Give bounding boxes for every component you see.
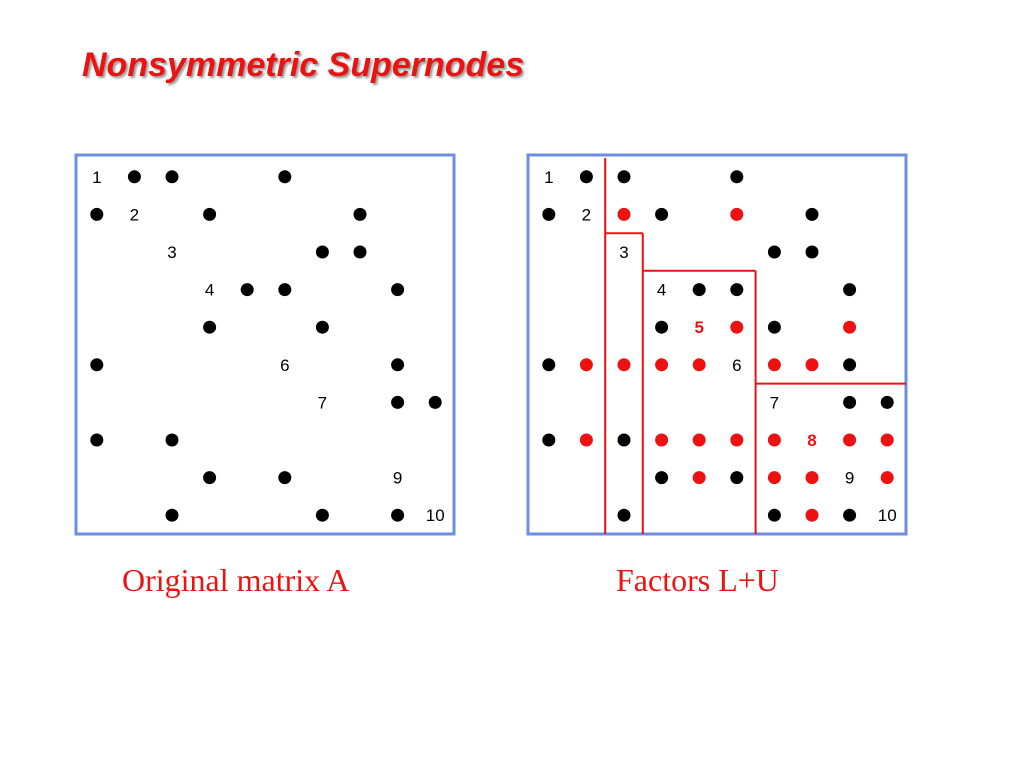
left-diag-label-4: 4: [205, 281, 214, 300]
right-fill-in-2-6: [730, 207, 744, 221]
left-nonzero-1-6: [278, 170, 292, 184]
left-diag-label-2: 2: [130, 205, 139, 224]
right-nonzero-2-1: [542, 207, 556, 221]
right-nonzero-5-7: [767, 320, 781, 334]
right-nonzero-3-7: [767, 245, 781, 259]
right-frame: [526, 153, 908, 536]
right-fill-in-6-4: [655, 358, 669, 372]
factors-caption: Factors L+U: [616, 562, 779, 598]
left-nonzero-9-6: [278, 471, 292, 485]
left-nonzero-10-9: [391, 508, 405, 522]
right-fill-in-6-5: [692, 358, 706, 372]
right-diag-label-9: 9: [845, 469, 854, 488]
left-nonzero-8-3: [165, 433, 179, 447]
left-diag-label-10: 10: [426, 506, 445, 525]
left-nonzero-1-2: [127, 170, 141, 184]
right-nonzero-9-4: [655, 471, 669, 485]
right-fill-in-2-3: [617, 207, 631, 221]
right-fill-in-10-8: [805, 508, 819, 522]
left-nonzero-4-9: [391, 283, 405, 297]
left-nonzero-10-3: [165, 508, 179, 522]
right-nonzero-5-4: [655, 320, 669, 334]
right-nonzero-8-3: [617, 433, 631, 447]
left-frame: [74, 153, 456, 536]
right-nonzero-7-9: [843, 395, 857, 409]
right-nonzero-6-9: [843, 358, 857, 372]
right-nonzero-4-5: [692, 283, 706, 297]
left-nonzero-10-7: [315, 508, 329, 522]
right-fill-in-6-2: [579, 358, 593, 372]
right-diag-label-5: 5: [694, 318, 703, 337]
left-nonzero-8-1: [90, 433, 104, 447]
right-fill-in-8-4: [655, 433, 669, 447]
right-fill-in-6-3: [617, 358, 631, 372]
right-diag-label-8: 8: [807, 431, 816, 450]
left-nonzero-5-4: [203, 320, 217, 334]
slide-title: Nonsymmetric Supernodes: [82, 46, 525, 84]
right-nonzero-10-7: [767, 508, 781, 522]
factors-lu-matrix: 1 2 3 4 5 6 7 8 9 10: [526, 153, 908, 536]
left-nonzero-3-8: [353, 245, 367, 259]
left-diag-label-9: 9: [393, 469, 402, 488]
right-nonzero-10-9: [843, 508, 857, 522]
right-diag-label-4: 4: [657, 281, 666, 300]
right-fill-in-8-7: [767, 433, 781, 447]
right-fill-in-9-10: [880, 471, 894, 485]
left-nonzero-9-4: [203, 471, 217, 485]
left-diag-label-7: 7: [318, 393, 327, 412]
right-nonzero-10-3: [617, 508, 631, 522]
right-nonzero-1-6: [730, 170, 744, 184]
right-nonzero-6-1: [542, 358, 556, 372]
right-fill-in-9-8: [805, 471, 819, 485]
right-diag-label-2: 2: [582, 205, 591, 224]
right-fill-in-8-2: [579, 433, 593, 447]
right-diag-label-6: 6: [732, 356, 741, 375]
right-nonzero-2-4: [655, 207, 669, 221]
left-nonzero-7-9: [391, 395, 405, 409]
left-nonzero-4-5: [240, 283, 254, 297]
left-nonzero-2-4: [203, 207, 217, 221]
left-diag-label-1: 1: [92, 168, 101, 187]
right-nonzero-2-8: [805, 207, 819, 221]
right-diag-label-1: 1: [544, 168, 553, 187]
right-diag-label-3: 3: [619, 243, 628, 262]
right-fill-in-5-9: [843, 320, 857, 334]
right-diag-label-10: 10: [878, 506, 897, 525]
right-fill-in-9-7: [767, 471, 781, 485]
right-fill-in-6-7: [767, 358, 781, 372]
left-nonzero-3-7: [315, 245, 329, 259]
right-nonzero-4-6: [730, 283, 744, 297]
right-fill-in-6-8: [805, 358, 819, 372]
left-nonzero-5-7: [315, 320, 329, 334]
left-nonzero-2-1: [90, 207, 104, 221]
right-nonzero-1-3: [617, 170, 631, 184]
right-fill-in-8-5: [692, 433, 706, 447]
right-fill-in-8-9: [843, 433, 857, 447]
right-nonzero-3-8: [805, 245, 819, 259]
right-fill-in-9-5: [692, 471, 706, 485]
left-nonzero-6-9: [391, 358, 405, 372]
right-nonzero-7-10: [880, 395, 894, 409]
original-matrix-caption: Original matrix A: [122, 562, 350, 598]
left-nonzero-4-6: [278, 283, 292, 297]
right-fill-in-5-6: [730, 320, 744, 334]
left-nonzero-7-10: [428, 395, 442, 409]
left-diag-label-6: 6: [280, 356, 289, 375]
right-fill-in-8-10: [880, 433, 894, 447]
original-matrix-a: 1 2 3 4 6 7 9 10: [74, 153, 456, 536]
left-nonzero-2-8: [353, 207, 367, 221]
left-nonzero-1-3: [165, 170, 179, 184]
right-diag-label-7: 7: [770, 393, 779, 412]
left-nonzero-6-1: [90, 358, 104, 372]
right-nonzero-1-2: [579, 170, 593, 184]
right-fill-in-8-6: [730, 433, 744, 447]
right-nonzero-8-1: [542, 433, 556, 447]
right-nonzero-4-9: [843, 283, 857, 297]
right-nonzero-9-6: [730, 471, 744, 485]
left-diag-label-3: 3: [167, 243, 176, 262]
